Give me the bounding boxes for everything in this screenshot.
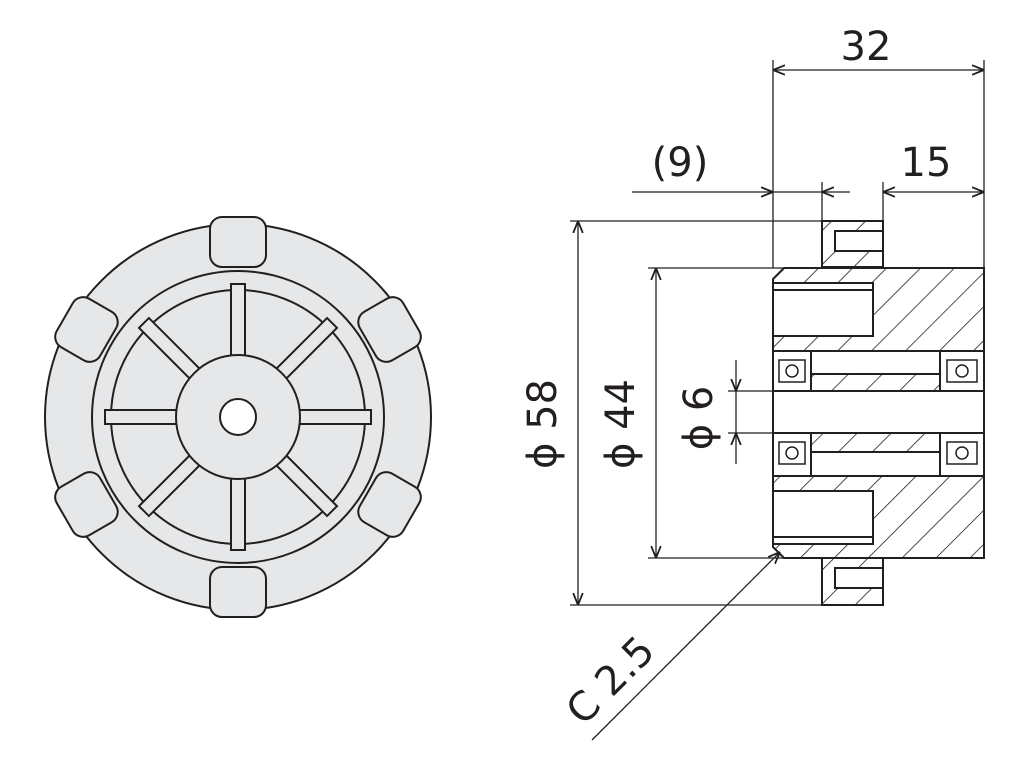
rim-tab	[209, 216, 267, 268]
bearing-left-bottom	[772, 432, 812, 477]
wheel-spoke	[104, 409, 184, 425]
section-view	[772, 220, 985, 606]
wheel-spoke	[230, 471, 246, 551]
front-view	[44, 216, 432, 618]
dim-label-9: (9)	[652, 140, 709, 186]
dim-label-6: ϕ 6	[676, 386, 722, 451]
body-window-bottom	[772, 490, 874, 545]
dim-label-58: ϕ 58	[520, 379, 566, 469]
dim-label-32: 32	[841, 24, 892, 70]
center-bore	[219, 398, 257, 436]
rim-tab	[54, 471, 119, 538]
flange-slot-top	[834, 230, 884, 252]
chamfer-label: C 2.5	[558, 628, 664, 734]
dim-label-44: ϕ 44	[598, 379, 644, 469]
rim-tab	[209, 566, 267, 618]
wheel-spoke	[292, 409, 372, 425]
body-window-top	[772, 282, 874, 337]
dim-label-15: 15	[901, 140, 952, 186]
rim-tab	[357, 296, 422, 363]
rim-tab	[357, 471, 422, 538]
rim-tabs	[54, 216, 422, 618]
wheel-spoke	[230, 283, 246, 363]
dimension-lines	[570, 60, 985, 741]
flange-slot-bottom	[834, 567, 884, 589]
chamfer-leader	[591, 552, 780, 741]
bearing-right-top	[939, 350, 985, 392]
bearing-right-bottom	[939, 432, 985, 477]
rim-tab	[54, 296, 119, 363]
bearing-left-top	[772, 350, 812, 392]
